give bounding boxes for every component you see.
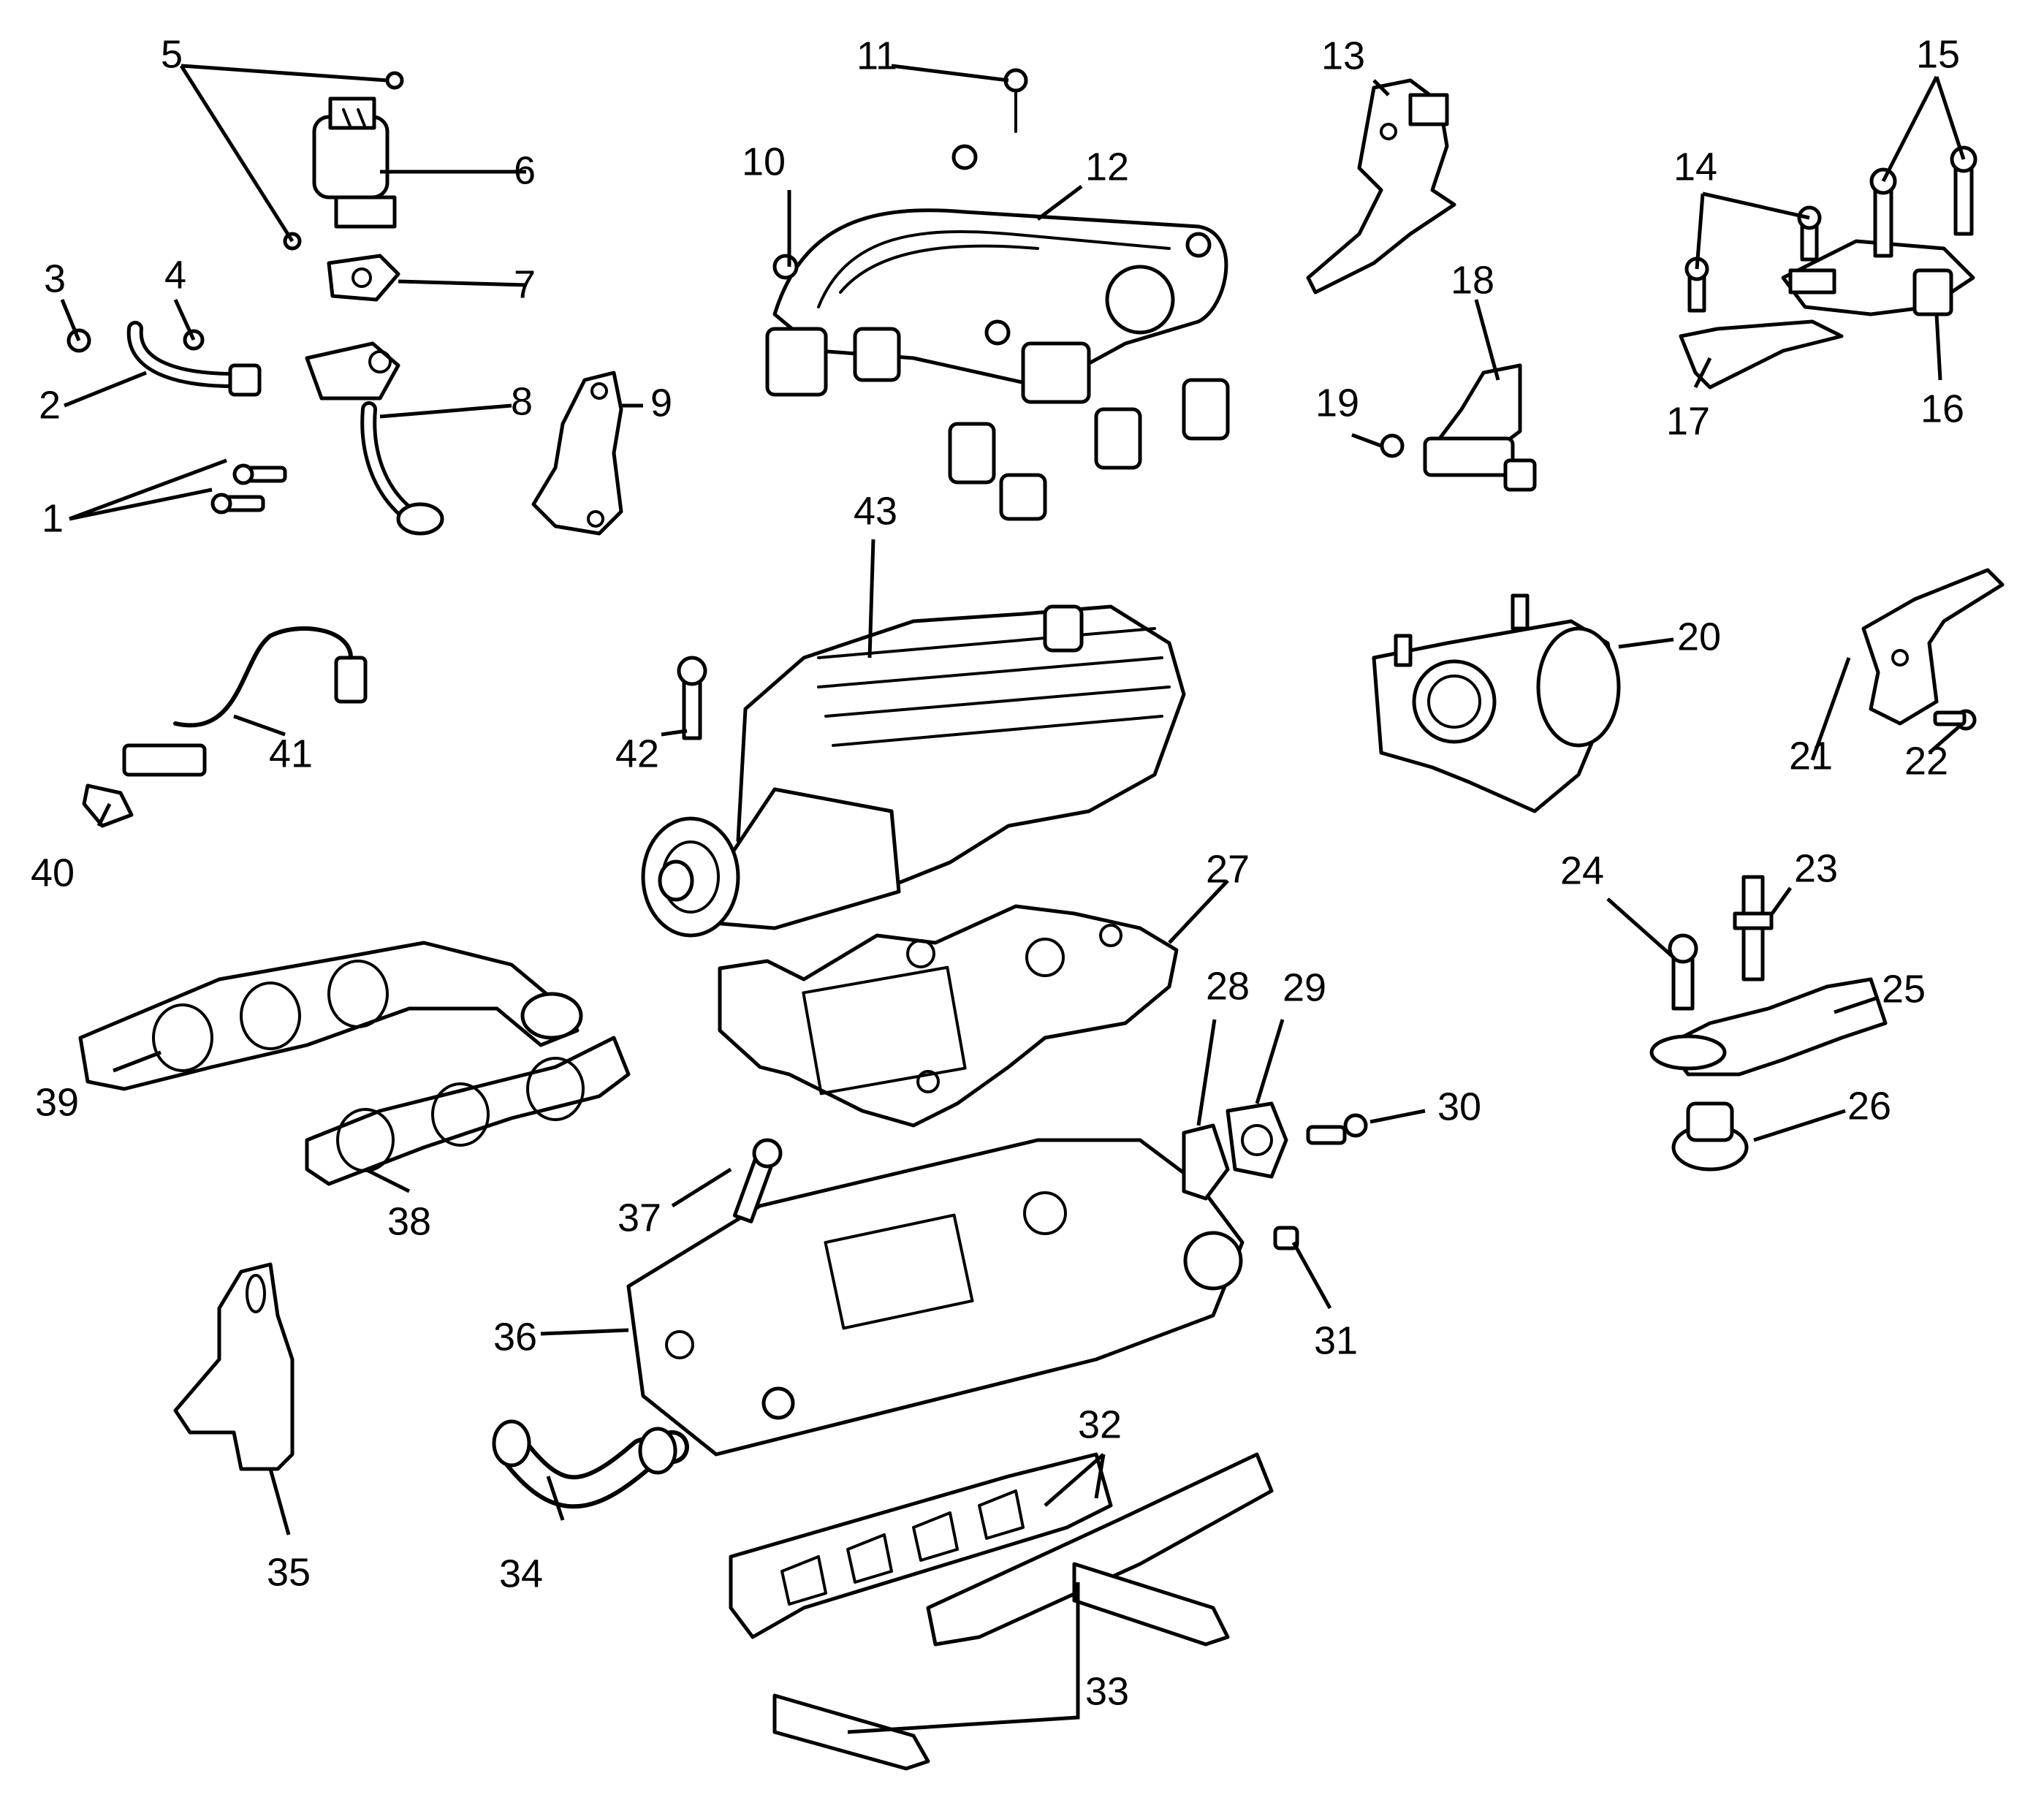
callout-42: 42 (615, 732, 659, 775)
callout-10: 10 (742, 140, 786, 183)
callout-27: 27 (1206, 847, 1250, 891)
callout-34: 34 (499, 1552, 543, 1595)
callout-4: 4 (164, 253, 186, 297)
callout-32: 32 (1078, 1402, 1122, 1446)
bolt-37 (732, 1138, 783, 1223)
bracket-9 (531, 371, 623, 536)
gasket-29 (1226, 1101, 1288, 1179)
callout-22: 22 (1904, 739, 1948, 783)
callout-12: 12 (1085, 145, 1129, 189)
egr-pipe (126, 321, 444, 536)
callout-1: 1 (42, 496, 64, 540)
hose-34 (492, 1419, 689, 1509)
egr-gasket (327, 254, 400, 302)
tube-25 (1649, 977, 1888, 1077)
callout-25: 25 (1882, 967, 1926, 1011)
callout-23: 23 (1794, 846, 1838, 890)
callout-6: 6 (514, 148, 536, 192)
callout-18: 18 (1451, 258, 1494, 302)
bracket-21 (1861, 568, 2005, 731)
callout-38: 38 (387, 1199, 431, 1243)
solenoid-18 (1380, 363, 1537, 492)
egr-adapter (305, 341, 400, 400)
sensor-bolts (1684, 145, 1977, 313)
bolt-42 (677, 656, 707, 740)
callout-37: 37 (618, 1196, 661, 1239)
callout-9: 9 (650, 381, 672, 425)
callout-19: 19 (1315, 381, 1359, 425)
throttle-body (1372, 593, 1621, 813)
callout-5: 5 (161, 32, 183, 76)
callout-7: 7 (514, 262, 536, 306)
callout-29: 29 (1283, 965, 1326, 1009)
callout-3: 3 (44, 257, 66, 300)
callout-26: 26 (1847, 1084, 1891, 1128)
callout-labels: 1 2 3 4 5 6 7 8 9 10 11 12 13 14 15 16 1… (31, 32, 1964, 1713)
gasket-28 (1182, 1123, 1230, 1201)
callout-13: 13 (1321, 34, 1365, 77)
callout-8: 8 (511, 379, 533, 423)
callout-16: 16 (1920, 387, 1964, 430)
supercharger (641, 604, 1186, 938)
gaskets-32 (729, 1452, 1274, 1647)
gasket-38 (305, 1036, 631, 1186)
fittings-30-31 (1273, 1113, 1368, 1250)
callout-28: 28 (1206, 964, 1250, 1008)
callout-20: 20 (1677, 615, 1721, 658)
oxygen-sensor-41 (122, 626, 368, 777)
callout-41: 41 (269, 732, 313, 775)
callout-15: 15 (1916, 32, 1960, 76)
callout-2: 2 (39, 383, 61, 427)
cap-26 (1671, 1101, 1749, 1172)
fuel-rail-assembly (765, 68, 1230, 521)
callout-43: 43 (854, 489, 897, 533)
callout-30: 30 (1437, 1085, 1481, 1128)
callout-35: 35 (267, 1550, 311, 1594)
callout-24: 24 (1560, 848, 1604, 892)
intake-runner-39 (78, 941, 583, 1091)
callout-17: 17 (1666, 399, 1710, 443)
gasket-27 (718, 904, 1179, 1128)
callout-21: 21 (1789, 734, 1833, 778)
callout-36: 36 (493, 1315, 537, 1359)
callout-33: 33 (1085, 1669, 1129, 1713)
callout-11: 11 (856, 34, 897, 77)
bracket-35 (173, 1262, 295, 1471)
leader-lines (60, 64, 1966, 1734)
egr-valve (312, 96, 397, 229)
stud-23 (1733, 875, 1774, 982)
intake-manifold (626, 1138, 1245, 1457)
callout-39: 39 (35, 1080, 79, 1124)
sensor-module-bracket (1679, 239, 1975, 390)
bolt-24 (1668, 933, 1698, 1011)
callout-14: 14 (1673, 145, 1717, 189)
callout-40: 40 (31, 851, 75, 895)
callout-31: 31 (1314, 1318, 1358, 1362)
bracket-13 (1306, 78, 1456, 295)
